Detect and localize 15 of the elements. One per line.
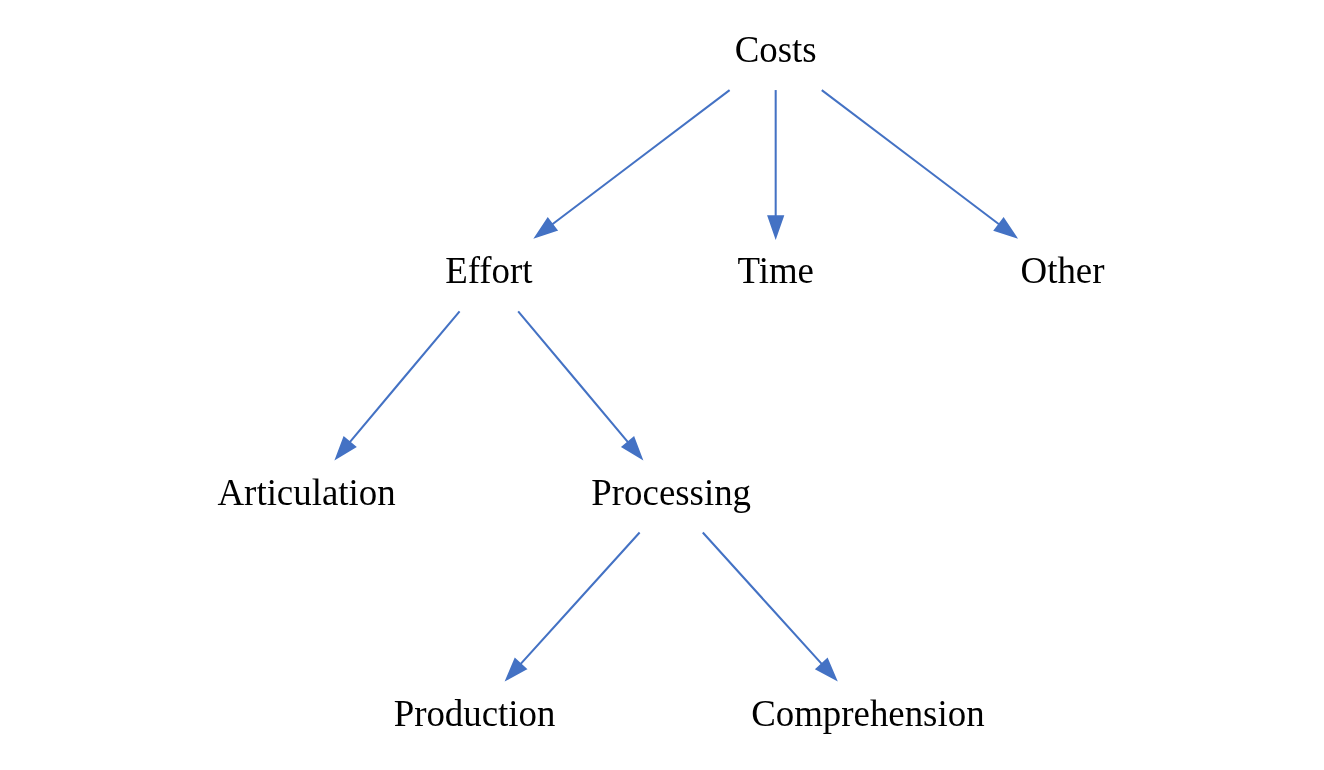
node-text: Costs bbox=[734, 29, 817, 71]
node-text: Time bbox=[736, 250, 814, 292]
arrow bbox=[532, 89, 730, 239]
arrow bbox=[820, 89, 1018, 239]
arrow bbox=[766, 90, 784, 240]
node-text: Comprehension bbox=[750, 692, 985, 734]
node-text: Articulation bbox=[217, 471, 396, 513]
node-text: Processing bbox=[590, 471, 751, 513]
node-text: Other bbox=[1020, 250, 1104, 292]
node-text: Effort bbox=[444, 250, 533, 292]
arrow bbox=[516, 310, 643, 461]
arrow bbox=[333, 310, 460, 461]
node-text: Production bbox=[393, 692, 555, 734]
arrow bbox=[504, 531, 640, 682]
arrow bbox=[701, 531, 838, 682]
